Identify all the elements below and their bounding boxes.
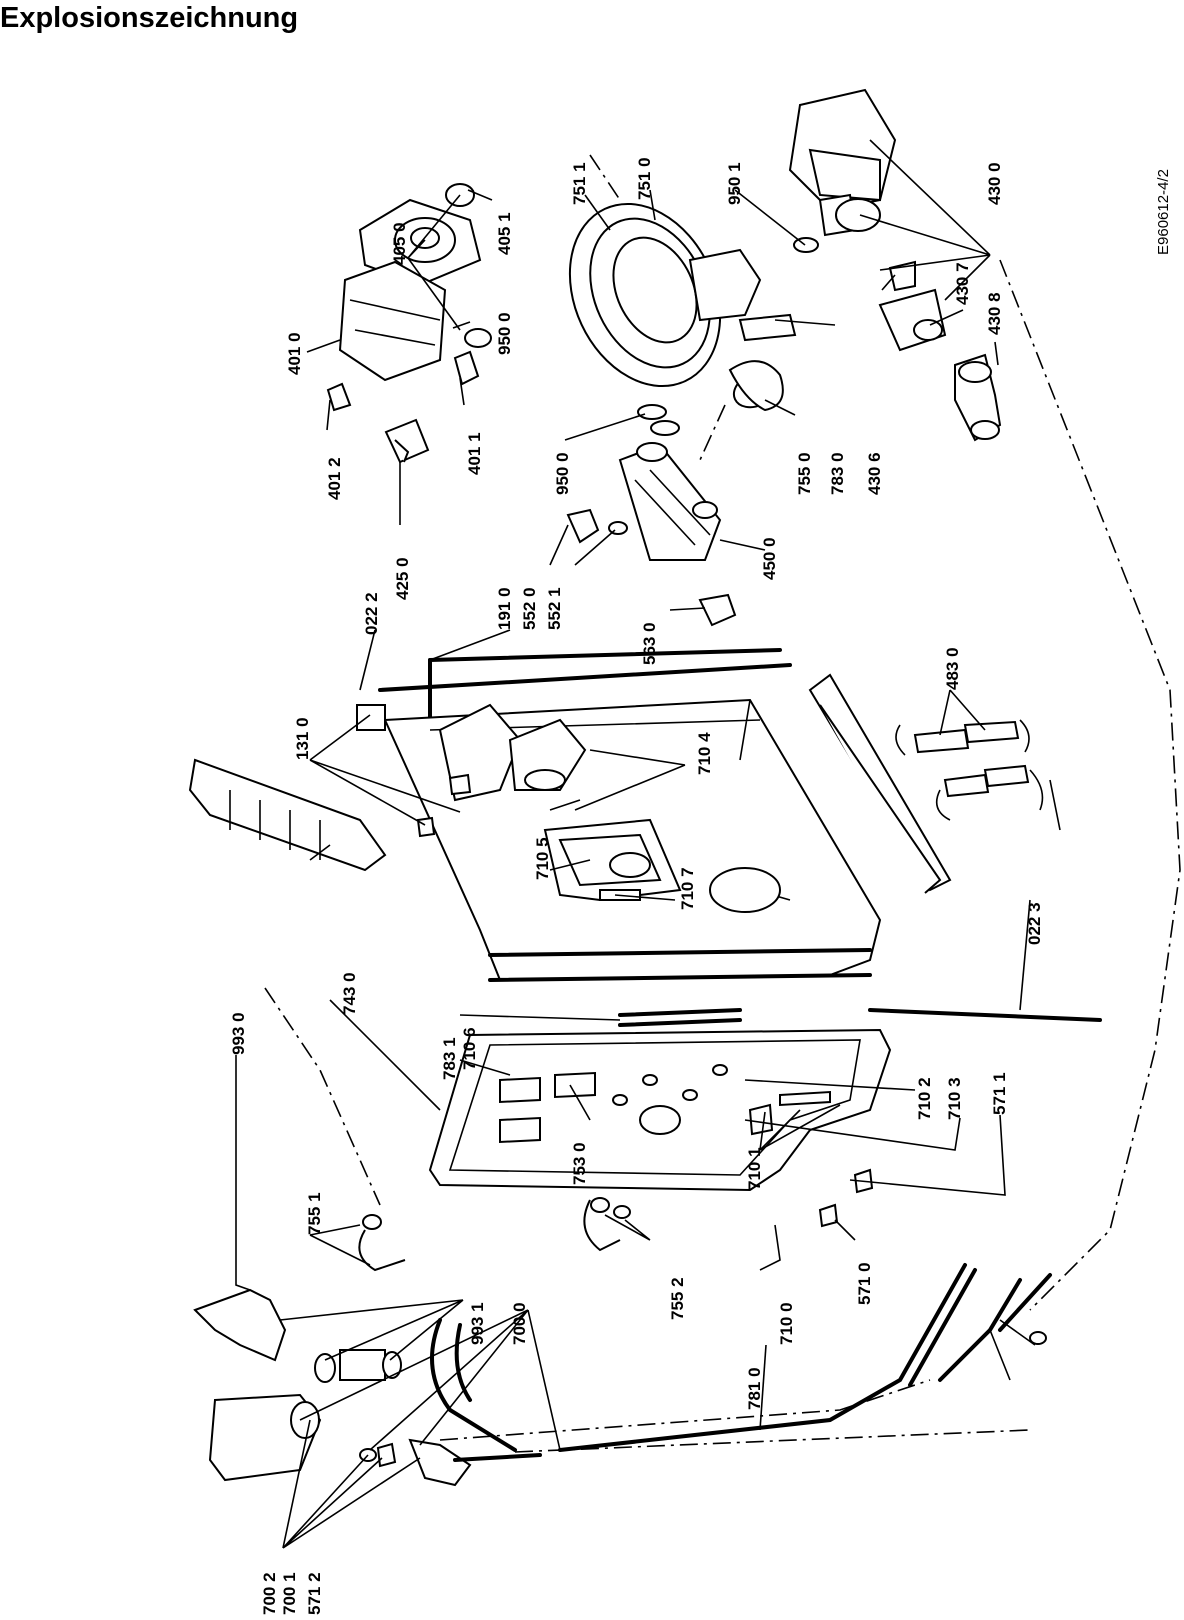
label-405-1: 405 1: [495, 212, 514, 255]
label-710-7: 710 7: [678, 867, 697, 910]
label-783-0: 783 0: [828, 452, 847, 495]
label-751-0: 751 0: [635, 157, 654, 200]
label-450-0: 450 0: [760, 537, 779, 580]
label-710-0: 710 0: [777, 1302, 796, 1345]
label-753-0: 753 0: [570, 1142, 589, 1185]
label-700-2: 700 2: [260, 1572, 279, 1615]
label-700-1: 700 1: [280, 1572, 299, 1615]
leader-lines: [235, 139, 1031, 1549]
label-710-6: 710 6: [460, 1027, 479, 1070]
label-710-2: 710 2: [915, 1077, 934, 1120]
label-710-1: 710 1: [745, 1147, 764, 1190]
label-022-2: 022 2: [362, 592, 381, 635]
label-401-1: 401 1: [465, 432, 484, 475]
label-710-3: 710 3: [945, 1077, 964, 1120]
label-950-1: 950 1: [725, 162, 744, 205]
drawing-reference: E960612-4/2: [1155, 169, 1172, 255]
label-781-0: 781 0: [745, 1367, 764, 1410]
label-571-0: 571 0: [855, 1262, 874, 1305]
label-483-0: 483 0: [943, 647, 962, 690]
label-755-2: 755 2: [668, 1277, 687, 1320]
motor-group: [788, 88, 1002, 442]
label-783-1: 783 1: [440, 1037, 459, 1080]
diagram-title: Explosionszeichnung: [0, 2, 299, 34]
side-rail-group: [188, 758, 387, 872]
label-950-0-mid: 950 0: [553, 452, 572, 495]
label-710-5: 710 5: [533, 837, 552, 880]
label-430-7: 430 7: [953, 262, 972, 305]
label-552-1: 552 1: [545, 587, 564, 630]
label-401-2: 401 2: [325, 457, 344, 500]
label-700-0: 700 0: [510, 1302, 529, 1345]
label-993-0: 993 0: [229, 1012, 248, 1055]
label-751-1: 751 1: [570, 162, 589, 205]
label-552-0: 552 0: [520, 587, 539, 630]
label-022-3: 022 3: [1025, 902, 1044, 945]
label-755-0: 755 0: [795, 452, 814, 495]
circulation-pump-group: [568, 202, 797, 436]
label-405-0: 405 0: [390, 222, 409, 265]
clips-group: [895, 719, 1061, 831]
routing-lines: [264, 154, 1181, 1453]
part-labels: 405 1 405 0 950 0 401 0 401 1 401 2 425 …: [229, 157, 1172, 1615]
label-743-0: 743 0: [340, 972, 359, 1015]
label-401-0: 401 0: [285, 332, 304, 375]
label-131-0: 131 0: [293, 717, 312, 760]
label-563-0: 563 0: [640, 622, 659, 665]
label-430-8: 430 8: [985, 292, 1004, 335]
label-993-1: 993 1: [468, 1302, 487, 1345]
tub-frame-group: [356, 648, 1102, 1022]
label-710-4: 710 4: [695, 732, 714, 775]
label-950-0-top: 950 0: [495, 312, 514, 355]
label-571-1: 571 1: [990, 1072, 1009, 1115]
label-191-0: 191 0: [495, 587, 514, 630]
hoses-group: [193, 1197, 631, 1487]
door-panel-group: [428, 1008, 892, 1228]
label-430-6: 430 6: [865, 452, 884, 495]
heater-group: [566, 404, 737, 627]
cable-bundle-group: [558, 1263, 1052, 1452]
label-571-2: 571 2: [305, 1572, 324, 1615]
label-425-0: 425 0: [393, 557, 412, 600]
label-430-0: 430 0: [985, 162, 1004, 205]
label-755-1: 755 1: [305, 1192, 324, 1235]
